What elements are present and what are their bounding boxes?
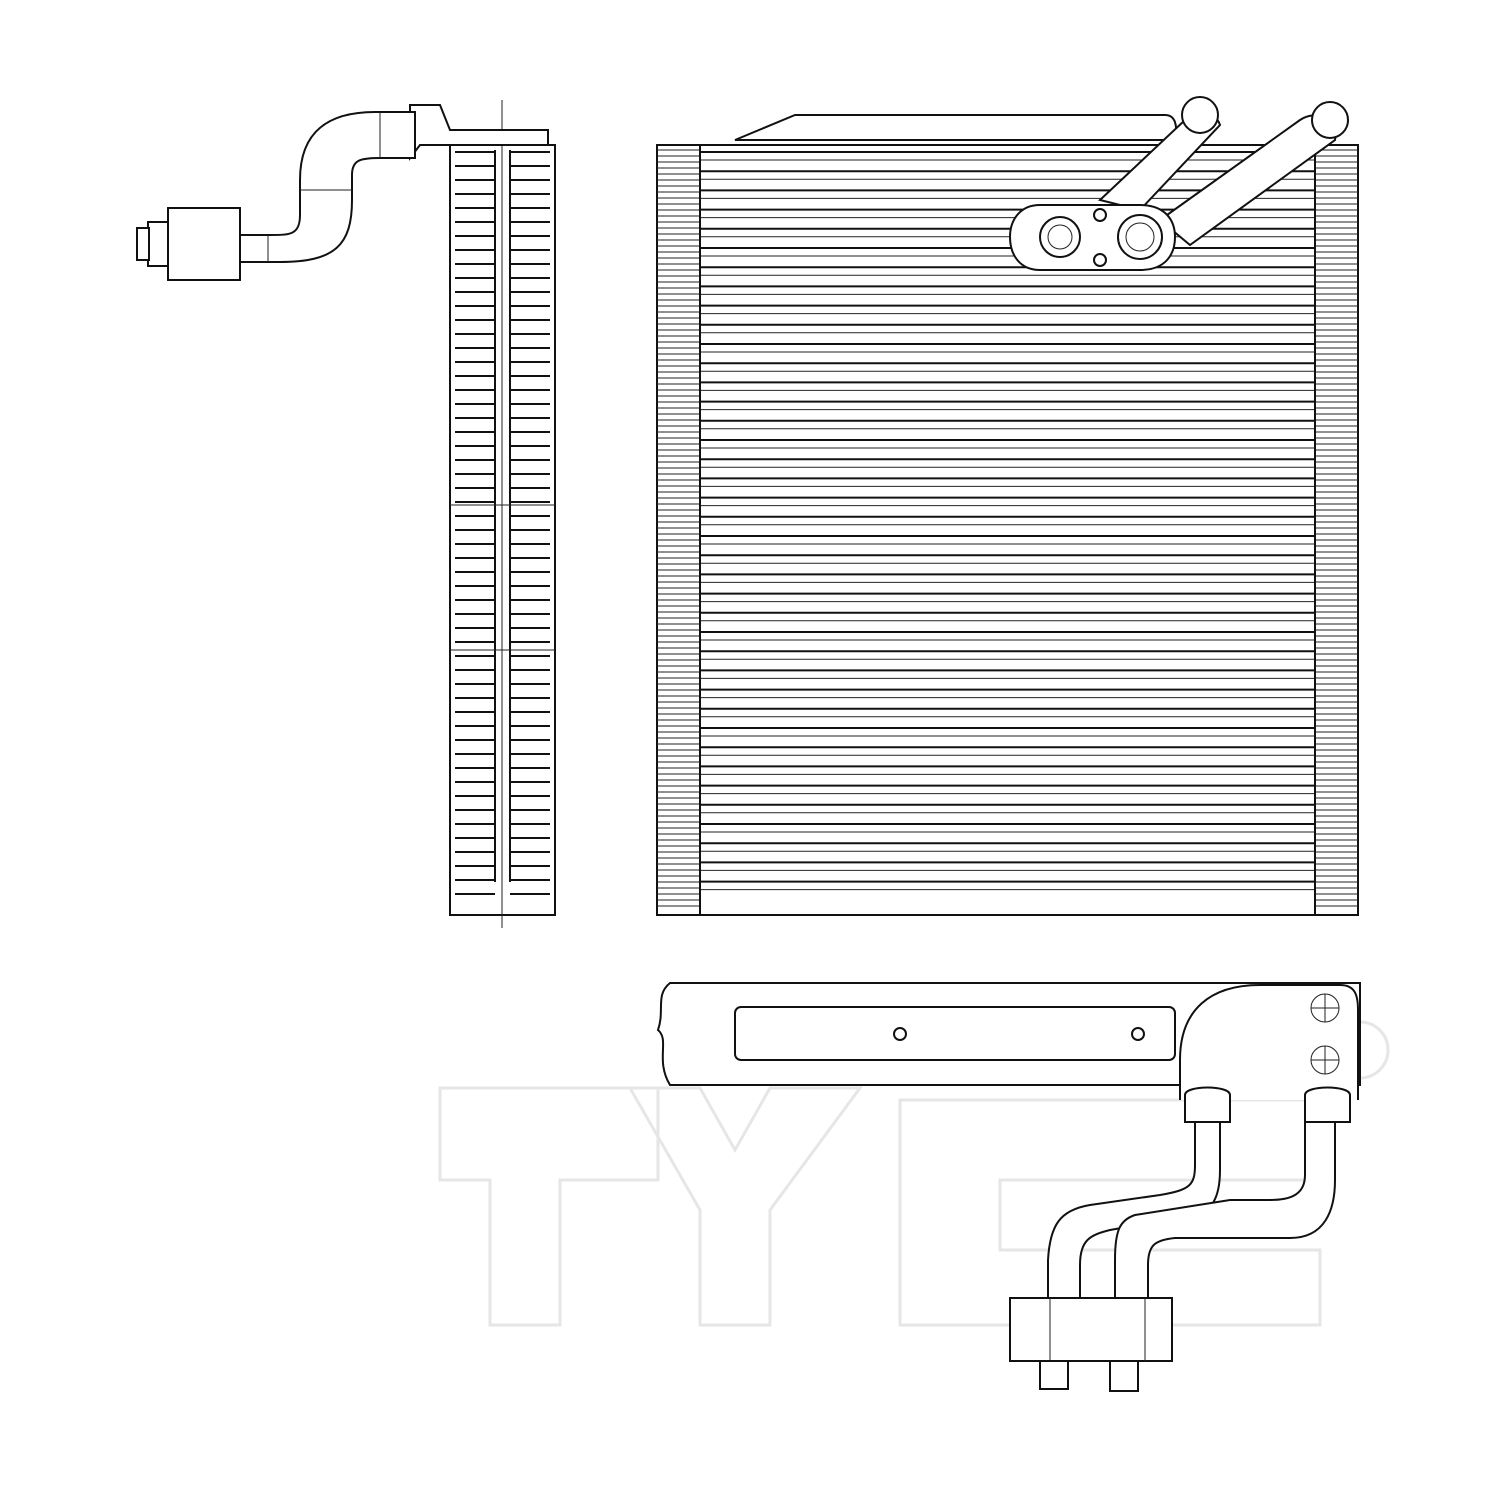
front-view: [656, 96, 1359, 916]
bottom-view: [656, 982, 1361, 1392]
front-inlet-outlet-pipes: [1008, 96, 1349, 271]
side-view: [136, 100, 556, 928]
front-tubes-and-fins: [657, 149, 1358, 907]
side-fins: [455, 151, 550, 895]
